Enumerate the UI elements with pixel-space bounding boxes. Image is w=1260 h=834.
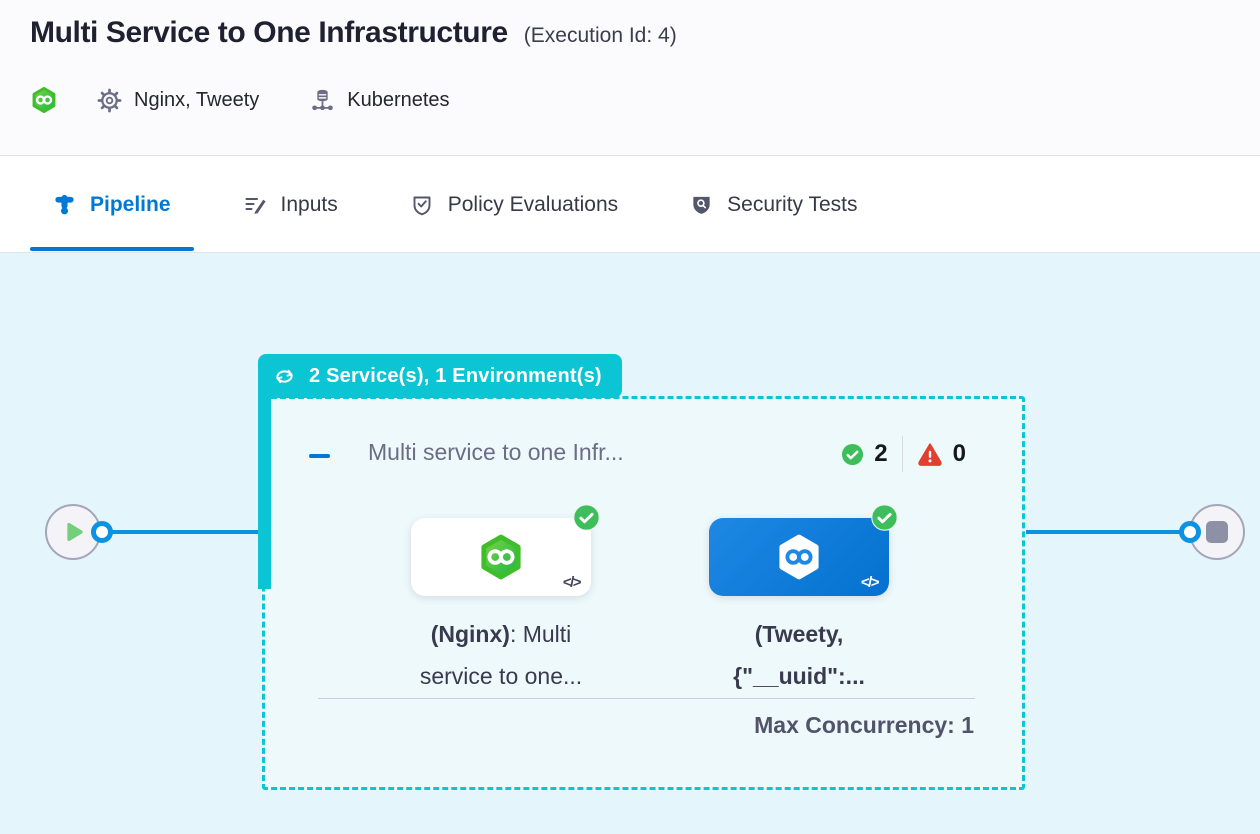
collapse-stage-button[interactable] (309, 454, 330, 458)
tab-bar: Pipeline Inputs (0, 157, 1260, 253)
tab-label: Security Tests (727, 192, 858, 216)
pipeline-icon (53, 193, 76, 216)
stage-group-container: Multi service to one Infr... 2 (262, 396, 1025, 790)
edge-start-to-stage (108, 530, 260, 534)
services-meta: Nginx, Tweety (96, 87, 259, 114)
start-connector-port (91, 521, 113, 543)
harness-service-icon-white (775, 533, 823, 586)
harness-logo-icon (30, 86, 58, 114)
edge-stage-to-end (1026, 530, 1182, 534)
counts-divider (901, 436, 903, 472)
tab-inputs[interactable]: Inputs (220, 157, 361, 253)
node-success-badge (871, 504, 898, 536)
code-icon: </> (860, 574, 880, 591)
tab-security-tests[interactable]: Security Tests (667, 157, 880, 253)
tab-label: Policy Evaluations (447, 192, 619, 216)
page-title: Multi Service to One Infrastructure (30, 16, 508, 49)
service-node-tweety[interactable]: </> (709, 504, 898, 596)
service-node-nginx[interactable]: </> (411, 504, 600, 596)
success-check-icon (841, 443, 864, 466)
title-row: Multi Service to One Infrastructure (Exe… (30, 16, 677, 50)
failed-count: 0 (952, 440, 966, 467)
code-icon: </> (562, 574, 582, 591)
label-line-2: {"__uuid":... (733, 663, 865, 689)
pipeline-canvas[interactable]: 2 Service(s), 1 Environment(s) Multi ser… (0, 253, 1260, 834)
infrastructure-icon (309, 87, 336, 114)
label-line-2: service to one... (419, 663, 583, 689)
success-count: 2 (874, 440, 888, 467)
stage-group-spine (258, 396, 271, 589)
execution-id: (Execution Id: 4) (523, 24, 677, 47)
meta-row: Nginx, Tweety Kubernetes (30, 86, 450, 114)
node-success-badge (573, 504, 600, 536)
stop-icon (1206, 521, 1228, 543)
service-node-label-tweety: (Tweety, {"__uuid":... (679, 613, 919, 697)
label-line-1: (Tweety, (754, 621, 844, 647)
loop-arrows-icon (272, 364, 297, 389)
tab-policy-evaluations[interactable]: Policy Evaluations (387, 157, 641, 253)
policy-shield-check-icon (410, 193, 434, 217)
failure-warning-icon (917, 441, 943, 467)
tab-label: Pipeline (90, 192, 171, 216)
label-line-1: (Nginx): Multi (430, 621, 572, 647)
infrastructure-label: Kubernetes (347, 88, 450, 111)
stage-group-badge[interactable]: 2 Service(s), 1 Environment(s) (258, 354, 622, 398)
pipeline-start-node (45, 504, 101, 560)
stage-group-badge-label: 2 Service(s), 1 Environment(s) (309, 364, 602, 387)
service-node-label-nginx: (Nginx): Multi service to one... (381, 613, 621, 697)
stage-footer-divider (318, 698, 975, 699)
services-label: Nginx, Tweety (134, 88, 260, 111)
max-concurrency-label: Max Concurrency: 1 (754, 712, 974, 738)
security-shield-scan-icon (690, 193, 713, 216)
inputs-icon (243, 193, 267, 217)
tab-label: Inputs (280, 192, 338, 216)
active-tab-underline (30, 246, 194, 251)
tab-pipeline[interactable]: Pipeline (30, 157, 194, 253)
stage-step-counts: 2 0 (841, 436, 966, 472)
harness-service-icon-green (477, 533, 525, 586)
infrastructure-meta: Kubernetes (309, 87, 450, 114)
gear-icon (96, 87, 123, 114)
stage-name: Multi service to one Infr... (368, 439, 624, 465)
play-icon (56, 515, 90, 549)
end-connector-port (1179, 521, 1201, 543)
page-header: Multi Service to One Infrastructure (Exe… (0, 0, 1260, 156)
